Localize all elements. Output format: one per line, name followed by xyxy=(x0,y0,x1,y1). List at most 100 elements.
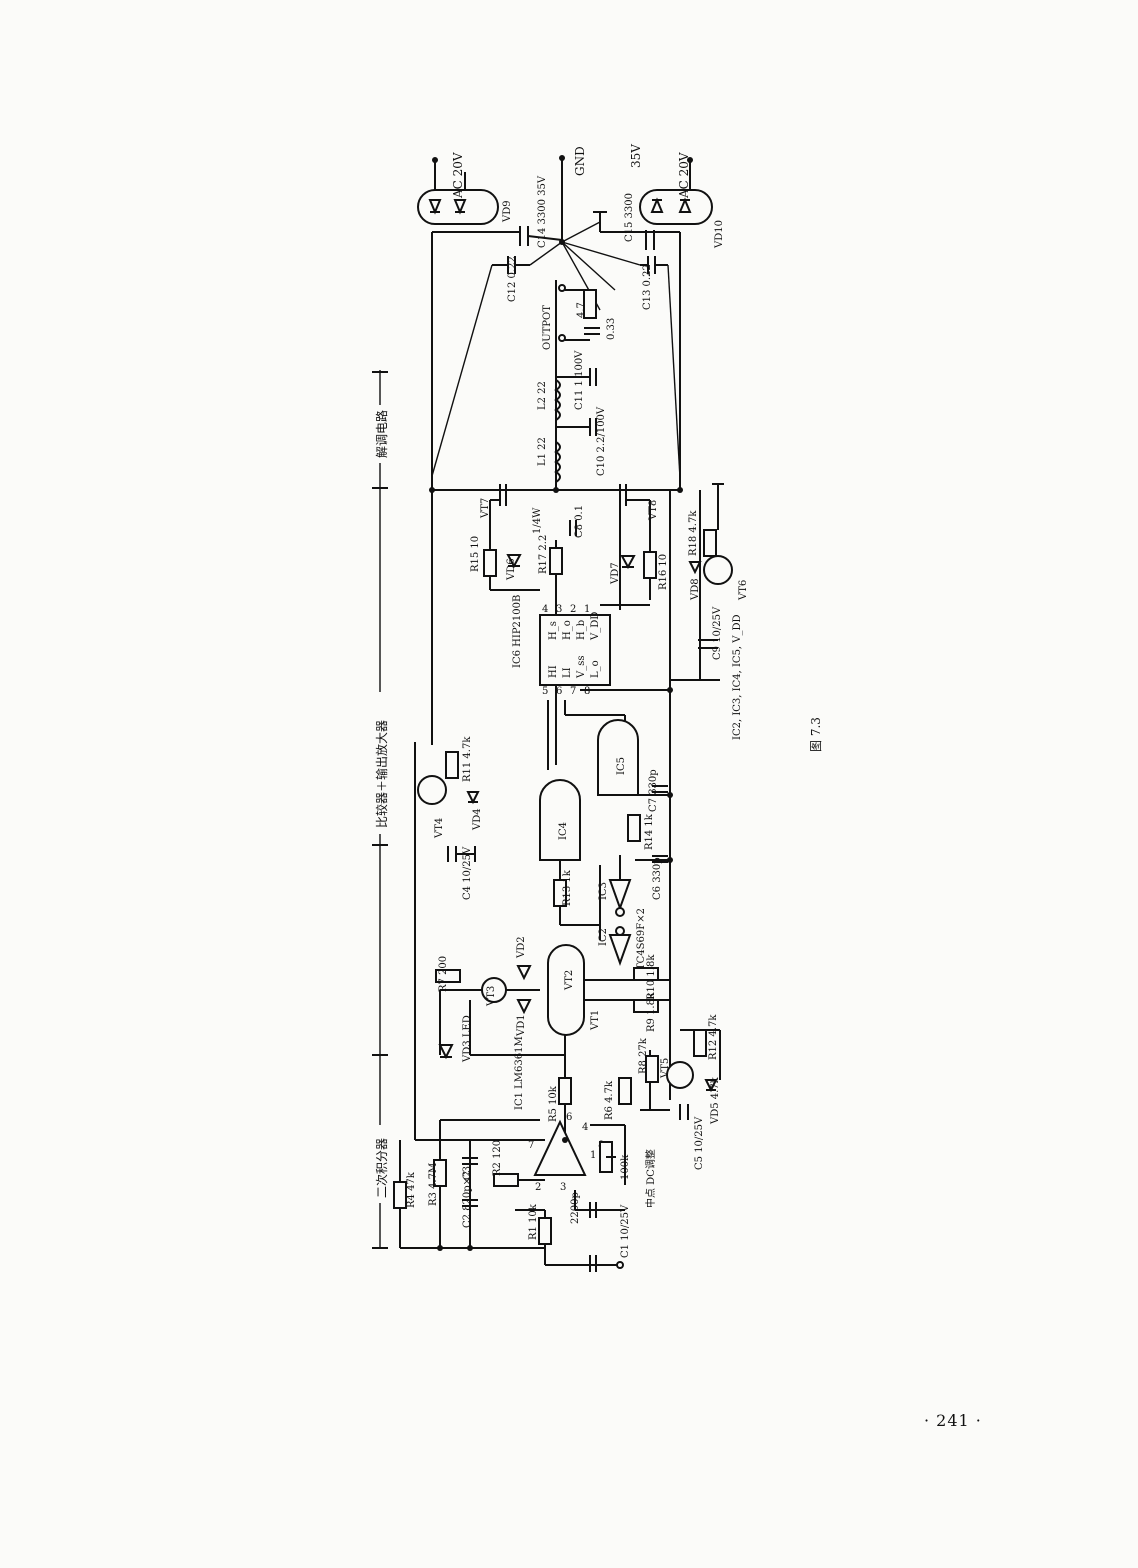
r1-label: R1 10k xyxy=(528,1203,539,1240)
diode-vd6: VD6 xyxy=(506,554,522,581)
transistor-pair-vt1-vt2: VT2 VT1 xyxy=(547,944,601,1036)
trimmer-label: 100k xyxy=(620,1154,631,1180)
ic6-pin1: 1 xyxy=(584,604,590,615)
wiring xyxy=(399,160,721,1266)
ic6-hip2100b: IC6 HIP2100B HI LI V_ss L_o H_s H_o H_b … xyxy=(512,595,611,697)
gate-ic4: IC4 xyxy=(539,779,581,861)
ic6-pin7: 7 xyxy=(570,686,576,697)
c2-label: C2 820p×2 xyxy=(462,1171,473,1228)
ic6-label: IC6 HIP2100B xyxy=(512,595,523,668)
ic6-pin-vss: V_ss xyxy=(576,656,587,680)
resistor-r7: R7 200 xyxy=(435,956,461,992)
vd8-label: VD8 xyxy=(690,578,701,601)
resistor-r14: R14 1k xyxy=(627,813,655,850)
vd7-label: VD7 xyxy=(610,562,621,585)
ic1-pin1: 1 xyxy=(590,1150,596,1161)
resistor-r4: R4 47k xyxy=(393,1171,417,1209)
ic2-label: IC2 xyxy=(598,928,609,946)
vt4-circuit: R11 4.7k VD4 VT4 xyxy=(417,736,483,839)
ic6-pin-ho: H_o xyxy=(562,620,573,640)
c13-label: C13 0.22 xyxy=(642,264,653,310)
ac-left-label: AC 20V xyxy=(451,152,465,199)
cap-2200p: 2200p xyxy=(570,1192,597,1224)
ic4-label: IC4 xyxy=(558,822,569,840)
cap-c13: C13 0.22 xyxy=(640,256,668,310)
cap-c5: C5 10/25V xyxy=(679,1104,705,1170)
junction-dots xyxy=(429,239,683,1251)
dc-adjust-label: 中点 DC调整 xyxy=(644,1149,657,1208)
vd5-label: VD5 4.7k xyxy=(710,1076,721,1125)
l1-label: L1 22 xyxy=(537,437,548,466)
ic6-pin8: 8 xyxy=(584,686,590,697)
ic5-label: IC5 xyxy=(616,757,627,775)
cap-c9: C9 10/25V xyxy=(698,606,723,660)
c15-label: C15 3300 xyxy=(624,193,635,242)
vd10-label: VD10 xyxy=(714,220,725,249)
transistor-vt3: VT3 xyxy=(481,977,507,1007)
c4-label: C4 10/25V xyxy=(462,846,473,900)
gnd-label: GND xyxy=(573,146,587,176)
resistor-r3: R3 4.7M xyxy=(428,1159,447,1206)
cap-c12: C12 0.22 xyxy=(492,256,530,302)
cap-c10: C10 2.2/100V xyxy=(556,406,607,476)
figure-caption: 图 7.3 xyxy=(809,717,823,752)
inductor-l2: L2 22 xyxy=(537,379,561,421)
r7-label: R7 200 xyxy=(438,956,449,992)
w14-label: 1/4W xyxy=(532,507,543,534)
r5-label: R5 10k xyxy=(548,1085,559,1122)
r-out-label: 4.7 xyxy=(576,302,587,318)
mosfet-vt7: VT7 xyxy=(480,484,507,519)
tc4s69f-label: TC4S69F×2 xyxy=(636,908,647,970)
ic3-label: IC3 xyxy=(598,882,609,900)
vd3-label: VD3 LED xyxy=(462,1015,473,1063)
diode-vd7: VD7 xyxy=(610,555,636,585)
r15-label: R15 10 xyxy=(470,536,481,572)
gnd-terminal xyxy=(559,155,565,161)
ic1-pin2: 2 xyxy=(535,1182,541,1193)
c1-label: C1 10/25V xyxy=(620,1204,631,1258)
r9-label: R9 1.8k xyxy=(646,992,657,1032)
rectifier-vd9: VD9 AC 20V xyxy=(417,152,513,225)
c2200-label: 2200p xyxy=(570,1192,581,1224)
c14-label: C14 3300 35V xyxy=(537,175,548,248)
mosfet-vt8: VT8 xyxy=(619,484,659,521)
vt8-label: VT8 xyxy=(648,500,659,521)
resistor-r9: R9 1.8k xyxy=(633,992,659,1032)
ic1-pin7: 7 xyxy=(528,1140,534,1151)
vt2-label: VT2 xyxy=(564,970,575,991)
ic6-pin-lo: L_o xyxy=(590,660,601,678)
ic1-pin3: 3 xyxy=(560,1182,566,1193)
resistor-r1: R1 10k xyxy=(528,1203,552,1245)
section-comparator-label: 比较器＋输出放大器 xyxy=(374,720,389,828)
section-dividers: 二次积分器 比较器＋输出放大器 解调电路 xyxy=(372,370,390,1249)
ic6-pin3: 3 xyxy=(556,604,562,615)
ic6-pin6: 6 xyxy=(556,686,562,697)
ic1-pin4: 4 xyxy=(582,1122,588,1133)
diode-vd2: VD2 xyxy=(516,936,532,981)
section-integrator-label: 二次积分器 xyxy=(375,1138,389,1198)
page-number: · 241 · xyxy=(924,1411,982,1430)
vt4-label: VT4 xyxy=(434,818,445,839)
vd9-label: VD9 xyxy=(502,200,513,223)
opamp-ic1: IC1 LM6361M 2 3 7 6 4 1 8 xyxy=(528,1112,604,1193)
vd1-label: VD1 xyxy=(516,1014,527,1037)
vd2-label: VD2 xyxy=(516,936,527,959)
c10-label: C10 2.2/100V xyxy=(596,406,607,476)
c11-label: C11 1 100V xyxy=(574,350,585,410)
vt3-label: VT3 xyxy=(486,986,497,1007)
c7-label: C7 330p xyxy=(648,769,659,812)
inductor-l1: L1 22 xyxy=(537,437,561,483)
supply-note: IC2, IC3, IC4, IC5, V_DD xyxy=(732,614,743,740)
r8-label: R8 27k xyxy=(638,1037,649,1074)
ic1-pin6: 6 xyxy=(566,1112,572,1123)
r16-label: R16 10 xyxy=(658,554,669,590)
cap-c15: C15 3300 xyxy=(624,193,655,250)
c9-label: C9 10/25V xyxy=(712,606,723,660)
ic6-pin-hs: H_s xyxy=(548,621,559,640)
r2-label: R2 120 xyxy=(492,1140,503,1176)
vt6-circuit: R18 4.7k VD8 VT6 xyxy=(688,483,749,601)
vt7-label: VT7 xyxy=(480,498,491,519)
buffer-ic2: IC2 xyxy=(598,926,632,966)
